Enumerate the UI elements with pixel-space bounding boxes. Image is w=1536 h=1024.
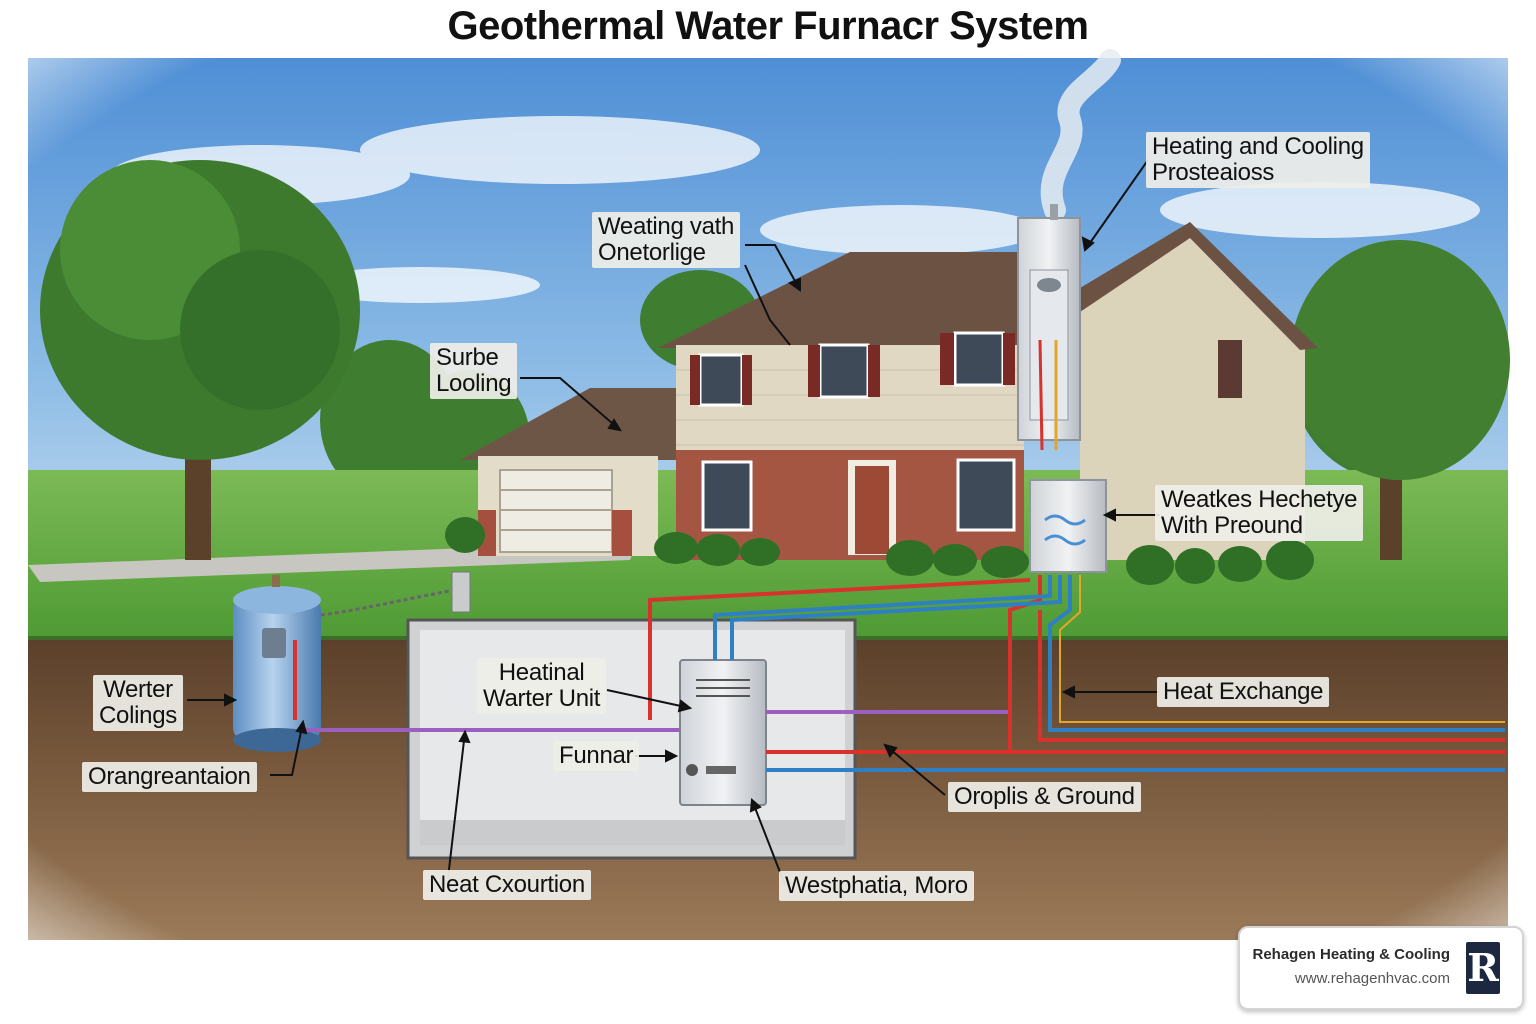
label-werter-line1: Werter bbox=[103, 676, 173, 703]
label-funnar: Funnar bbox=[553, 741, 640, 771]
label-heatinal-line2: Warter Unit bbox=[483, 685, 601, 712]
label-werter-line2: Colings bbox=[99, 702, 177, 729]
label-neat-cxourtion: Neat Cxourtion bbox=[423, 870, 591, 900]
label-weatkes-line2: With Preound bbox=[1161, 512, 1303, 539]
label-werter-colings: Werter Colings bbox=[93, 675, 183, 731]
diagram-title: Geothermal Water Furnacr System bbox=[447, 4, 1089, 48]
brand-logo-icon: R bbox=[1466, 942, 1500, 994]
label-heatinal-water-unit: Heatinal Warter Unit bbox=[477, 658, 607, 714]
label-heating-cooling: Heating and Cooling Prosteaioss bbox=[1146, 132, 1370, 188]
label-weating-vath: Weating vath Onetorlige bbox=[592, 212, 741, 268]
basement-pit bbox=[406, 618, 857, 860]
brand-url: www.rehagenhvac.com bbox=[1294, 970, 1450, 987]
label-heat-exchange: Heat Exchange bbox=[1157, 677, 1330, 707]
label-weating-line1: Weating vath bbox=[598, 213, 735, 240]
label-orangreantaion: Orangreantaion bbox=[82, 762, 257, 792]
brand-name: Rehagen Heating & Cooling bbox=[1252, 946, 1450, 963]
label-westphatia-moro: Westphatia, Moro bbox=[779, 871, 974, 901]
label-surbe-line1: Surbe bbox=[436, 344, 499, 371]
label-surbe-looling: Surbe Looling bbox=[430, 343, 518, 399]
label-oroplis-ground: Oroplis & Ground bbox=[948, 782, 1141, 812]
label-weatkes-line1: Weatkes Hechetye bbox=[1161, 486, 1358, 513]
brand-card: Rehagen Heating & Cooling www.rehagenhva… bbox=[1238, 926, 1524, 1010]
outdoor-heat-exchanger bbox=[1029, 479, 1107, 573]
label-heating-cooling-line2: Prosteaioss bbox=[1152, 159, 1275, 186]
label-heatinal-line1: Heatinal bbox=[498, 659, 585, 686]
water-furnace-unit bbox=[679, 659, 767, 806]
heating-cooling-tower bbox=[1017, 204, 1081, 451]
label-heating-cooling-line1: Heating and Cooling bbox=[1152, 133, 1364, 160]
label-weatkes-hechetye: Weatkes Hechetye With Preound bbox=[1155, 485, 1364, 541]
label-surbe-line2: Looling bbox=[436, 370, 512, 397]
label-weating-line2: Onetorlige bbox=[598, 239, 706, 266]
